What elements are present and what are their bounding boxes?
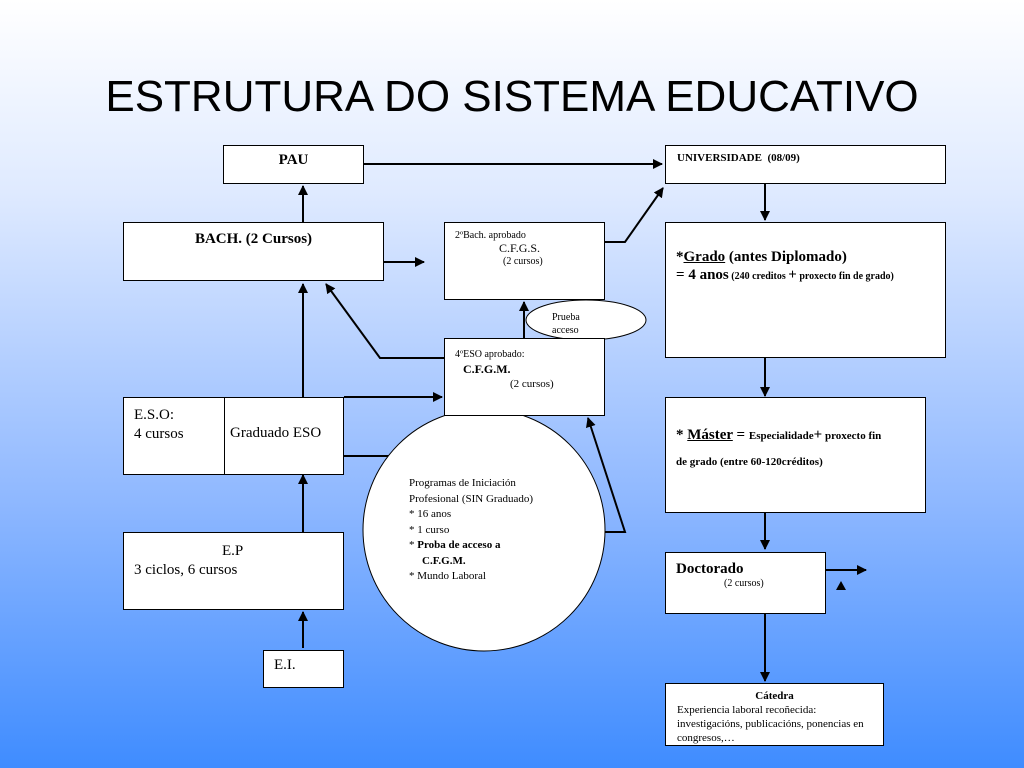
- grado-line2: = 4 anos (240 creditos + proxecto fin de…: [676, 267, 894, 283]
- grado-line1: *Grado (antes Diplomado): [676, 249, 847, 265]
- pau-label: PAU: [278, 152, 309, 168]
- graduado-eso: Graduado ESO: [230, 425, 322, 441]
- master-word: Máster: [687, 427, 733, 443]
- prueba-line2: acceso: [552, 325, 579, 336]
- catedra-l1: Experiencia laboral recoñecida:: [677, 704, 817, 716]
- catedra-l2: investigacións, publicacións, ponencias …: [677, 718, 864, 730]
- programas-l4: * 1 curso: [409, 523, 450, 536]
- programas-l2: Profesional (SIN Graduado): [409, 492, 534, 505]
- catedra-title: Cátedra: [755, 690, 794, 702]
- bach-box: BACH. (2 Cursos): [123, 222, 384, 281]
- programas-text: Programas de Iniciación Profesional (SIN…: [409, 476, 533, 585]
- catedra-l3: congresos,…: [677, 732, 735, 744]
- cfgs-line1: 2ºBach. aprobado: [455, 230, 526, 241]
- page-title: ESTRUTURA DO SISTEMA EDUCATIVO: [105, 72, 919, 121]
- programas-l1: Programas de Iniciación: [409, 477, 516, 489]
- doctorado-line1: Doctorado: [676, 561, 744, 577]
- grado-word: Grado: [683, 249, 726, 265]
- cfgm-line3: (2 cursos): [510, 378, 554, 390]
- cfgm-line1: 4ºESO aprobado:: [455, 349, 525, 360]
- programas-l6: C.F.G.M.: [422, 554, 466, 567]
- master-line2: de grado (entre 60-120créditos): [676, 456, 823, 468]
- cfgs-line2: C.F.G.S.: [499, 241, 541, 255]
- eso-divider: [224, 398, 225, 474]
- doctorado-box: Doctorado (2 cursos): [665, 552, 826, 614]
- programas-l3: * 16 anos: [409, 508, 452, 520]
- programas-l7: * Mundo Laboral: [409, 570, 486, 582]
- doctorado-line2: (2 cursos): [724, 578, 764, 589]
- eso-box: E.S.O: 4 cursos Graduado ESO: [123, 397, 344, 475]
- catedra-box: Cátedra Experiencia laboral recoñecida: …: [665, 683, 884, 746]
- arrow-cfgm-bach: [325, 283, 444, 359]
- arrow-cfgs-univ: [605, 187, 664, 243]
- cfgm-box: 4ºESO aprobado: C.F.G.M. (2 cursos): [444, 338, 605, 416]
- eso-line2: 4 cursos: [134, 426, 184, 442]
- master-line1: * Máster = Especialidade+ proxecto fin: [676, 427, 882, 443]
- ep-box: E.P 3 ciclos, 6 cursos: [123, 532, 344, 610]
- ep-line1: E.P: [222, 543, 244, 559]
- universidade-box: UNIVERSIDADE (08/09): [665, 145, 946, 184]
- prueba-ellipse: [525, 299, 647, 341]
- arrow-programas-cfgm: [586, 417, 627, 533]
- ei-box: E.I.: [263, 650, 344, 688]
- ep-line2: 3 ciclos, 6 cursos: [134, 562, 238, 578]
- cfgs-box: 2ºBach. aprobado C.F.G.S. (2 cursos): [444, 222, 605, 300]
- grado-box: *Grado (antes Diplomado) = 4 anos (240 c…: [665, 222, 946, 358]
- master-box: * Máster = Especialidade+ proxecto fin d…: [665, 397, 926, 513]
- prueba-label: Prueba acceso: [552, 311, 580, 337]
- programas-l5: * Proba de acceso a: [409, 539, 501, 551]
- prueba-line1: Prueba: [552, 312, 580, 323]
- universidade-label: UNIVERSIDADE (08/09): [677, 152, 800, 164]
- ei-label: E.I.: [274, 657, 296, 673]
- bach-label: BACH. (2 Cursos): [194, 231, 313, 247]
- eso-text: E.S.O: 4 cursos: [134, 406, 184, 444]
- cfgm-line2: C.F.G.M.: [463, 362, 511, 376]
- eso-line1: E.S.O:: [134, 407, 175, 423]
- pau-box: PAU: [223, 145, 364, 184]
- triangle-marker: [836, 581, 846, 590]
- cfgs-line3: (2 cursos): [503, 256, 543, 267]
